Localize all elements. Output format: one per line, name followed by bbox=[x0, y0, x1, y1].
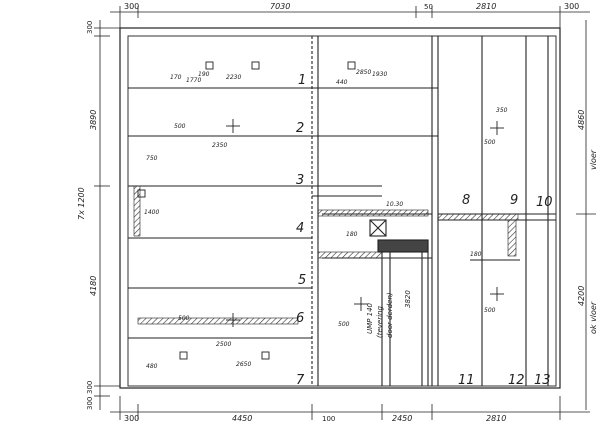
dim-bottom-left-margin: 300 bbox=[124, 414, 139, 423]
dim-bottom-span-b: 2450 bbox=[392, 414, 412, 423]
panel-number-12: 12 bbox=[508, 373, 525, 388]
dim-bottom-span-a: 4450 bbox=[232, 414, 252, 423]
annotation: 2500 bbox=[216, 341, 231, 348]
annotation: 480 bbox=[146, 363, 158, 370]
outer-frame bbox=[119, 27, 561, 389]
annotation: 500 bbox=[484, 307, 496, 314]
panel-number-6: 6 bbox=[296, 311, 304, 326]
dim-left-lower: 4180 bbox=[89, 276, 98, 296]
panel-number-9: 9 bbox=[510, 193, 518, 208]
dim-left-bottom-small-a: 300 bbox=[86, 381, 94, 394]
side-label-lower: ok vloer bbox=[589, 301, 598, 334]
annotation: 440 bbox=[336, 79, 348, 86]
annotation: 2850 bbox=[356, 69, 371, 76]
panel-number-7: 7 bbox=[296, 373, 305, 388]
panel-number-3: 3 bbox=[296, 173, 304, 188]
annotation: 10.30 bbox=[386, 201, 403, 208]
annotation: 500 bbox=[174, 123, 186, 130]
dim-top-left-margin: 300 bbox=[124, 2, 139, 11]
annotation: 2650 bbox=[236, 361, 251, 368]
reference-marks bbox=[137, 61, 504, 360]
annotation: 180 bbox=[470, 251, 482, 258]
beam-note: UMP 140 (tevering door derden) 3820 bbox=[366, 290, 412, 338]
dim-left-total: 7x 1200 bbox=[77, 187, 86, 220]
panel-number-8: 8 bbox=[462, 193, 470, 208]
dim-top-gap: 50 bbox=[424, 3, 433, 11]
panel-number-13: 13 bbox=[534, 373, 551, 388]
panel-number-5: 5 bbox=[298, 273, 306, 288]
beam-opening bbox=[322, 213, 432, 386]
annotation: 500 bbox=[178, 315, 190, 322]
panel-number-10: 10 bbox=[536, 195, 553, 210]
dimension-lines bbox=[94, 6, 596, 420]
side-label-upper: vloer bbox=[589, 149, 598, 170]
hatch-strip-4 bbox=[507, 219, 517, 257]
beam-note-line3: door derden) bbox=[386, 292, 394, 338]
annotation: 750 bbox=[146, 155, 158, 162]
dim-left-upper: 3890 bbox=[89, 110, 98, 130]
hatch-strip-5 bbox=[317, 251, 383, 259]
inner-frame bbox=[127, 35, 557, 387]
annotation: 500 bbox=[484, 139, 496, 146]
beam-note-line2: (tevering bbox=[376, 306, 384, 338]
dim-left-bottom-small-b: 300 bbox=[86, 397, 94, 410]
dim-left-top-small: 300 bbox=[86, 21, 94, 34]
dim-right-upper: 4860 bbox=[577, 110, 586, 130]
dim-top-span-left: 7030 bbox=[270, 2, 290, 11]
panel-number-1: 1 bbox=[298, 73, 306, 88]
beam-note-line1: UMP 140 bbox=[366, 302, 374, 334]
small-annotations: 170 190 2230 1770 2350 750 2850 440 1930… bbox=[144, 69, 508, 370]
annotation: 500 bbox=[338, 321, 350, 328]
annotation: 190 bbox=[198, 71, 210, 78]
hatch-strip-2 bbox=[317, 209, 429, 217]
annotation: 1930 bbox=[372, 71, 387, 78]
annotation: 2230 bbox=[226, 74, 241, 81]
beam-note-line4: 3820 bbox=[404, 290, 412, 308]
annotation: 170 bbox=[170, 74, 182, 81]
annotation: 1770 bbox=[186, 77, 201, 84]
hatch-strip-3 bbox=[437, 213, 519, 221]
panel-number-4: 4 bbox=[296, 221, 304, 236]
hatch-strip-6 bbox=[133, 185, 141, 237]
annotation: 1400 bbox=[144, 209, 159, 216]
dim-bottom-span-c: 2810 bbox=[486, 414, 506, 423]
right-panel-grid bbox=[431, 36, 556, 386]
panel-number-2: 2 bbox=[296, 121, 304, 136]
dim-bottom-gap: 100 bbox=[322, 415, 335, 423]
dim-top-span-right: 2810 bbox=[476, 2, 496, 11]
annotation: 2350 bbox=[212, 142, 227, 149]
panel-number-11: 11 bbox=[458, 373, 475, 388]
annotation: 180 bbox=[346, 231, 358, 238]
dim-top-right-margin: 300 bbox=[564, 2, 579, 11]
panel-numbers: 1 2 3 4 5 6 7 bbox=[296, 73, 306, 388]
right-panel-numbers: 8 9 10 11 12 13 bbox=[458, 193, 553, 388]
annotation: 350 bbox=[496, 107, 508, 114]
hatch-strip-1 bbox=[137, 317, 299, 325]
dim-right-lower: 4200 bbox=[577, 286, 586, 306]
